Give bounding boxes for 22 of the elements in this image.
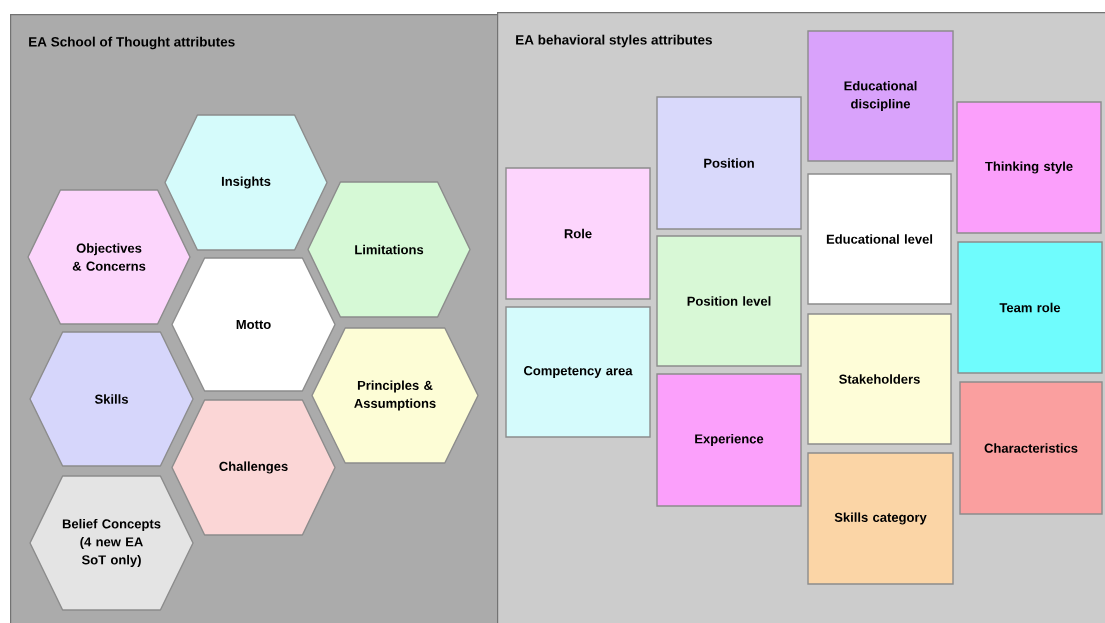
square-tile: Educational level — [807, 173, 952, 305]
panel-heading: EA behavioral styles attributes — [516, 34, 712, 48]
square-tile: Position level — [656, 235, 802, 367]
square-tile: Experience — [656, 373, 802, 507]
square-tile: Characteristics — [959, 381, 1103, 515]
hexagon: Limitations — [307, 181, 471, 318]
square-tile: Team role — [957, 241, 1103, 374]
hexagon: Motto — [171, 257, 336, 392]
hexagon: Principles & Assumptions — [311, 327, 479, 464]
square-tile: Competency area — [505, 306, 651, 438]
hexagon: Objectives & Concerns — [27, 189, 191, 325]
square-tile: Role — [505, 167, 651, 300]
hexagon: Belief Concepts (4 new EA SoT only) — [29, 475, 194, 611]
square-tile: Stakeholders — [807, 313, 952, 445]
hexagon: Skills — [29, 331, 194, 467]
hexagon: Insights — [164, 114, 328, 251]
square-tile: Thinking style — [956, 101, 1102, 234]
square-tile: Skills category — [807, 452, 954, 585]
hexagon: Challenges — [171, 399, 336, 536]
panel-heading: EA School of Thought attributes — [29, 36, 235, 50]
square-tile: Position — [656, 96, 802, 230]
square-tile: Educational discipline — [807, 30, 954, 162]
